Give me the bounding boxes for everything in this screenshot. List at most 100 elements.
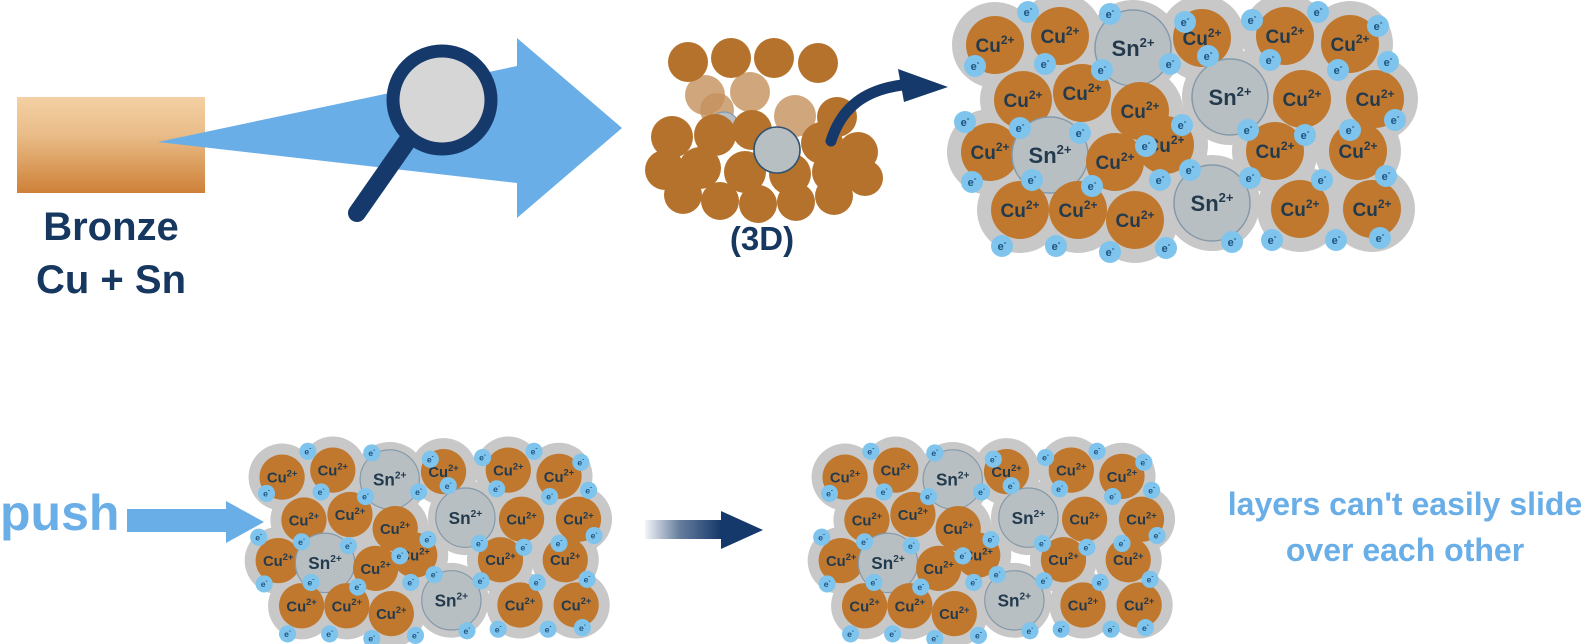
electron	[1325, 229, 1347, 251]
electron-label: e-	[1028, 172, 1037, 187]
ion-label: Cu2+	[493, 461, 524, 479]
electron-label: e-	[1042, 452, 1049, 463]
electron	[919, 488, 938, 506]
electron	[1239, 167, 1261, 189]
electron-label: e-	[1052, 238, 1061, 253]
ion-label: Cu2+	[826, 552, 857, 570]
electron-label: e-	[1076, 125, 1085, 140]
lattice-after-push: Cu2+Cu2+Sn2+Cu2+Cu2+Cu2+Cu2+Cu2+Cu2+Sn2+…	[807, 436, 1176, 644]
copper-sphere	[664, 176, 702, 214]
ion-label: Cu2+	[830, 468, 861, 486]
cu-ion	[1343, 180, 1401, 238]
ion-label: Sn2+	[1191, 190, 1234, 216]
electron-label: e-	[556, 538, 563, 549]
electron	[1135, 135, 1157, 157]
ion-label: Cu2+	[428, 463, 459, 481]
ion-label: Cu2+	[852, 511, 883, 529]
electron	[1078, 538, 1096, 556]
electron-label: e-	[1154, 530, 1161, 541]
copper-sphere	[711, 38, 751, 78]
electron-label: e-	[1181, 14, 1190, 29]
ion-label: Sn2+	[871, 553, 905, 573]
electron	[841, 625, 860, 643]
electron-label: e-	[1178, 117, 1187, 132]
caption-line2: over each other	[1285, 532, 1525, 568]
electron	[1113, 534, 1131, 552]
ion-label: Cu2+	[1115, 208, 1154, 232]
copper-sphere	[724, 151, 766, 193]
ion-label: Cu2+	[563, 510, 594, 528]
ion-label: Cu2+	[898, 506, 929, 524]
electron-label: e-	[1083, 542, 1090, 553]
copper-sphere	[668, 42, 708, 82]
electron	[820, 484, 839, 503]
electron	[1033, 534, 1052, 552]
electron-label: e-	[1246, 170, 1255, 185]
electron-label: e-	[931, 633, 938, 644]
electron-label: e-	[978, 486, 985, 497]
lattice-before-push: Cu2+Cu2+Sn2+Cu2+Cu2+Cu2+Cu2+Cu2+Cu2+Sn2+…	[244, 436, 613, 644]
electron	[1017, 1, 1039, 23]
ion-label: Cu2+	[485, 551, 516, 569]
electron-label: e-	[861, 536, 868, 547]
electron-label: e-	[591, 530, 598, 541]
electron-label: e-	[495, 623, 502, 634]
copper-sphere	[798, 43, 838, 83]
electron-label: e-	[990, 453, 997, 464]
ion-label: Cu2+	[1069, 510, 1100, 528]
electron	[1036, 449, 1055, 467]
ion-label: Cu2+	[1003, 88, 1042, 112]
electron-label: e-	[577, 457, 584, 468]
electron	[1367, 15, 1389, 37]
result-arrow	[645, 511, 763, 549]
electron	[250, 528, 268, 546]
electron	[961, 171, 983, 193]
ion-label: Cu2+	[991, 463, 1022, 481]
electron	[1052, 620, 1070, 638]
electron-label: e-	[1148, 485, 1155, 496]
electron-label: e-	[479, 452, 486, 463]
electron-label: e-	[1027, 625, 1034, 636]
electron-label: e-	[1228, 234, 1237, 249]
electron	[473, 449, 492, 467]
electron-label: e-	[263, 488, 270, 499]
electron	[349, 578, 367, 596]
electron-label: e-	[1374, 18, 1383, 33]
electron-label: e-	[1008, 480, 1015, 491]
ion-label: Cu2+	[318, 461, 349, 479]
electron	[964, 55, 986, 77]
electron-label: e-	[546, 491, 553, 502]
ion-label: Cu2+	[1107, 468, 1138, 486]
electron-label: e-	[255, 531, 262, 542]
ion-label: Sn2+	[308, 553, 342, 573]
ion-label: Sn2+	[1029, 142, 1072, 168]
ion-label: Sn2+	[936, 470, 970, 490]
electron-label: e-	[261, 578, 268, 589]
electron	[472, 572, 490, 590]
electron-label: e-	[1041, 575, 1048, 586]
cu-ion	[353, 545, 399, 591]
ion-label: Cu2+	[1000, 198, 1039, 222]
sn-ion	[998, 487, 1059, 548]
ion-label: Cu2+	[505, 596, 536, 614]
electron	[1261, 229, 1283, 251]
bronze-formula: Cu + Sn	[35, 258, 187, 302]
electron	[1035, 572, 1053, 590]
electron	[1259, 49, 1281, 71]
copper-sphere-back	[774, 95, 816, 137]
copper-sphere-back	[730, 72, 770, 112]
cu-ion	[961, 123, 1019, 181]
electron	[1339, 119, 1361, 141]
electron	[982, 530, 1000, 549]
electron	[1034, 53, 1056, 75]
electron	[1091, 573, 1109, 591]
electron	[884, 625, 902, 643]
ion-label: Cu2+	[975, 33, 1014, 57]
ion-label: Cu2+	[332, 597, 363, 615]
electron-label: e-	[1376, 230, 1385, 245]
electron	[1099, 3, 1121, 25]
ion-label: Cu2+	[1330, 32, 1369, 56]
electron-label: e-	[1268, 232, 1277, 247]
ion-label: Cu2+	[376, 605, 407, 623]
electron	[954, 547, 972, 565]
